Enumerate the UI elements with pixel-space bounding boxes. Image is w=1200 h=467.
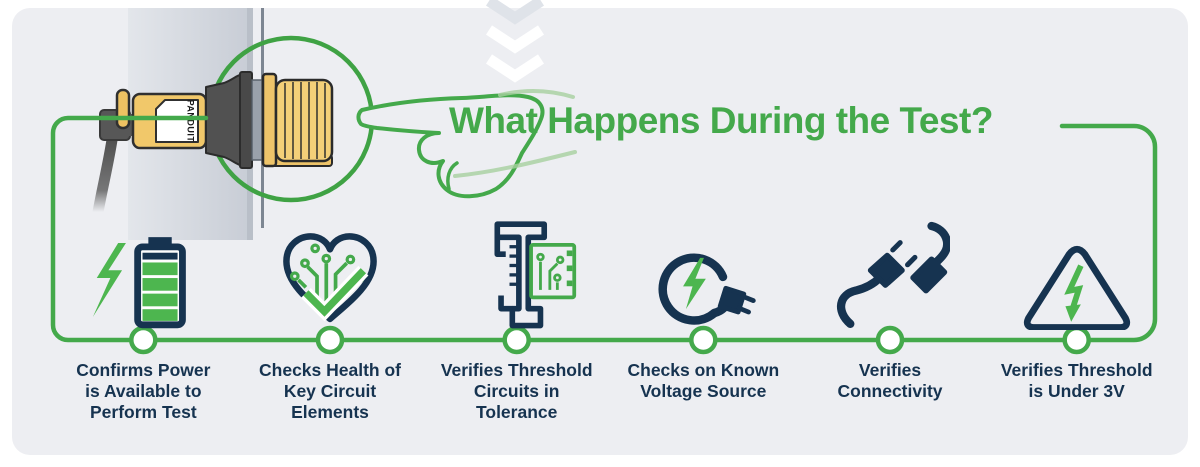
high-voltage-triangle-icon xyxy=(1019,216,1135,330)
step-label: Verifies Connectivity xyxy=(837,360,943,401)
plugs-connecting-icon xyxy=(830,216,951,330)
caliper-circuit-icon xyxy=(456,216,578,330)
heart-circuit-icon xyxy=(274,216,386,330)
step-item: Confirms Power is Available to Perform T… xyxy=(50,216,237,423)
step-label: Checks on Known Voltage Source xyxy=(627,360,780,401)
device-cone-adapter xyxy=(205,74,241,166)
step-label: Verifies Threshold is Under 3V xyxy=(1000,360,1153,401)
timeline-node-2 xyxy=(315,325,345,355)
connector-ring xyxy=(261,72,278,168)
timeline-nodes xyxy=(129,325,1091,355)
connecting-loop-line xyxy=(50,115,1158,343)
device-side-cap xyxy=(115,88,131,130)
pointing-hand-icon xyxy=(356,89,577,199)
timeline-steps: Confirms Power is Available to Perform T… xyxy=(50,216,1170,423)
device-brand-text: PANDUIT xyxy=(186,100,196,143)
step-item: Checks Health of Key Circuit Elements xyxy=(237,216,424,423)
cable-sleeve xyxy=(126,114,136,136)
hand-swoosh-lines xyxy=(453,89,577,178)
page-title: What Happens During the Test? xyxy=(449,100,993,141)
step-label: Verifies Threshold Circuits in Tolerance xyxy=(440,360,593,422)
step-item: Verifies Connectivity xyxy=(797,216,984,423)
step-item: Verifies Threshold is Under 3V xyxy=(983,216,1170,423)
connector-ribs xyxy=(284,82,326,159)
step-item: Verifies Threshold Circuits in Tolerance xyxy=(423,216,610,423)
step-label: Confirms Power is Available to Perform T… xyxy=(76,360,211,422)
battery-power-icon xyxy=(87,216,199,330)
through-wall-disc xyxy=(251,79,263,161)
timeline-node-4 xyxy=(689,325,718,355)
device-cable xyxy=(92,134,118,218)
cone-flange xyxy=(239,71,253,169)
step-item: Checks on Known Voltage Source xyxy=(610,216,797,423)
voltage-coil-plug-icon xyxy=(646,216,760,330)
step-label: Checks Health of Key Circuit Elements xyxy=(259,360,401,422)
chevron-down-icon xyxy=(485,0,545,83)
connector-barrel xyxy=(274,78,334,163)
timeline-node-5 xyxy=(875,325,905,355)
device-label-plate xyxy=(155,99,199,143)
